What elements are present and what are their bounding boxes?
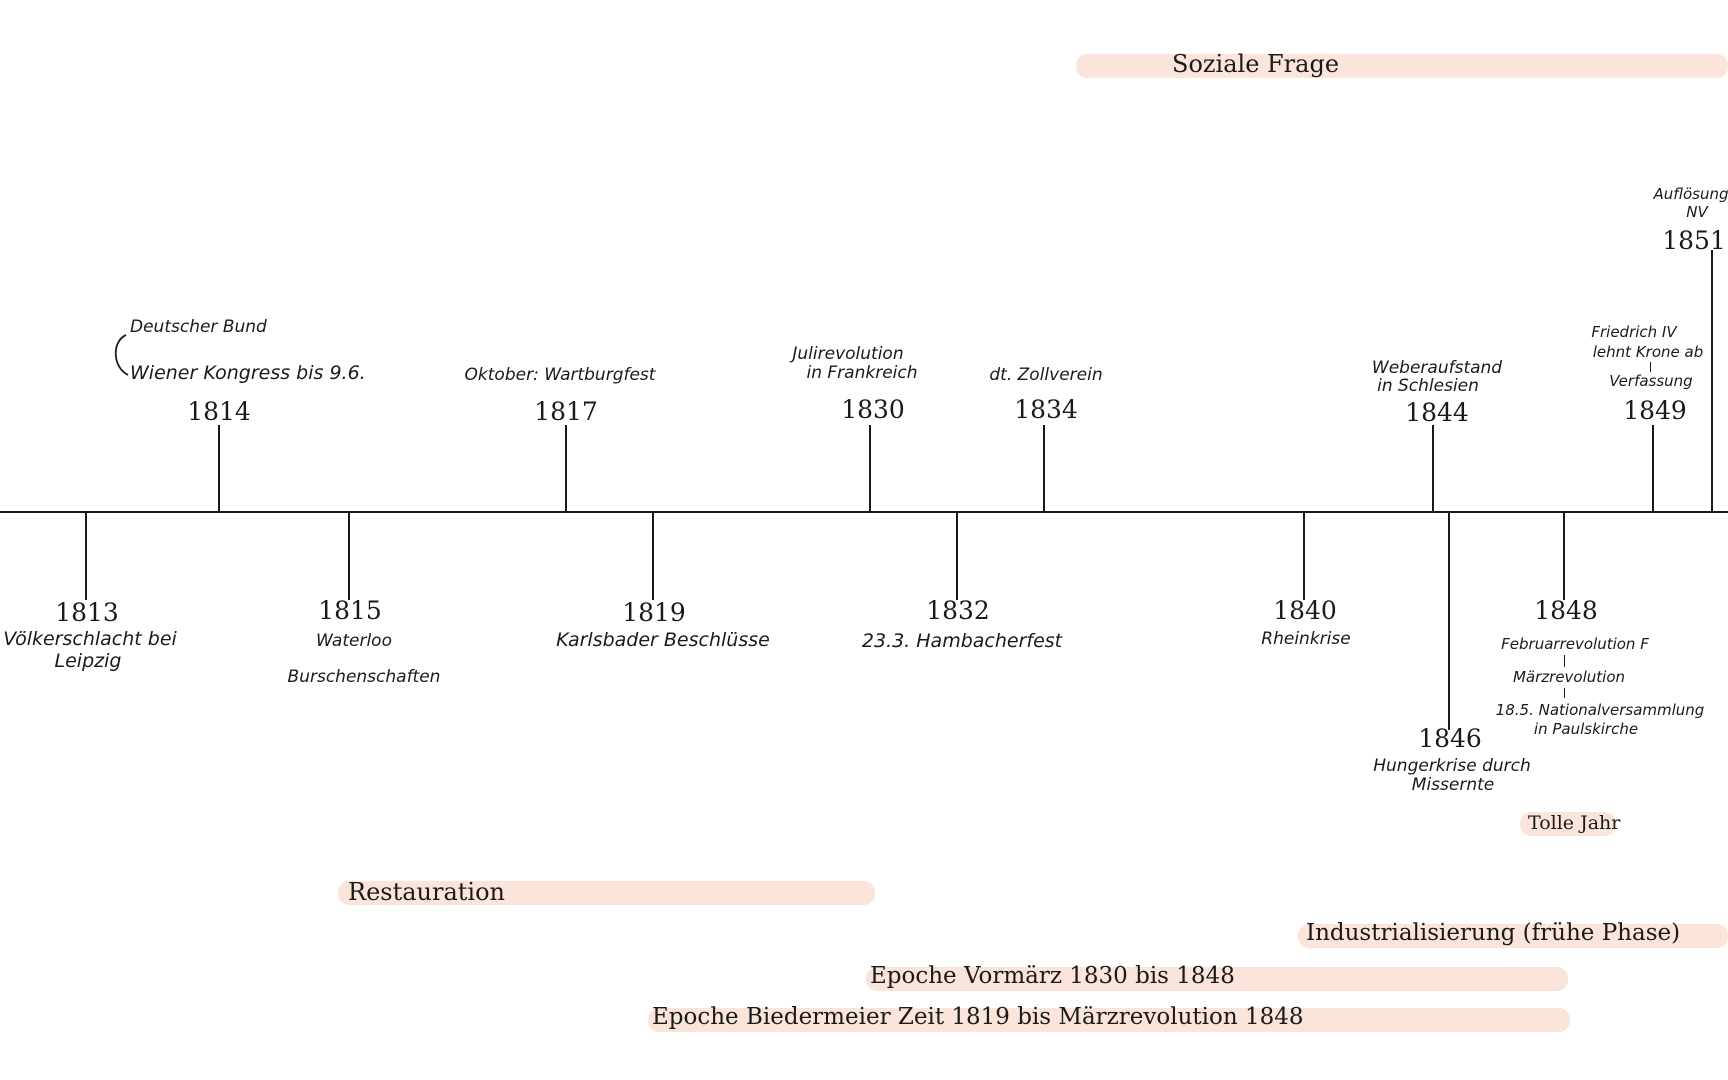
label-vormaerz: Epoche Vormärz 1830 bis 1848 [870,963,1235,989]
note-1848-c: 18.5. Nationalversammlung [1495,701,1705,719]
note-1849-a: Friedrich IV [1591,323,1677,341]
year-1814: 1814 [187,397,251,426]
note-1848-a: Februarrevolution F [1501,635,1649,653]
note-1849-c: Verfassung [1609,372,1693,390]
note-1813-a: Völkerschlacht bei [3,628,177,650]
curved-arrow-icon [114,334,129,376]
tick-1814 [218,425,220,512]
year-1819: 1819 [622,598,686,627]
note-1844-b: in Schlesien [1377,376,1479,396]
tick-1830 [869,425,871,512]
year-1844: 1844 [1405,398,1469,427]
year-1849: 1849 [1623,396,1687,425]
note-1848-d: in Paulskirche [1533,720,1639,738]
band-tolle-jahr [1520,812,1616,836]
note-1846-a: Hungerkrise durch [1373,756,1531,776]
note-1819: Karlsbader Beschlüsse [556,629,770,651]
label-restauration: Restauration [348,878,506,906]
note-1830-b: in Frankreich [806,363,918,383]
year-1840: 1840 [1273,596,1337,625]
year-1851: 1851 [1662,226,1726,255]
timeline-axis [0,511,1728,513]
year-1817: 1817 [534,397,598,426]
tick-1819 [652,512,654,600]
note-1817: Oktober: Wartburgfest [464,365,656,385]
label-industrialisierung: Industrialisierung (frühe Phase) [1306,920,1681,946]
tick-1848 [1563,512,1565,600]
note-1830-a: Julirevolution [792,344,904,364]
year-1815: 1815 [318,596,382,625]
note-1846-b: Missernte [1411,775,1495,795]
tick-1834 [1043,425,1045,512]
tick-1846 [1448,512,1450,730]
note-1851-a: Auflösung [1653,185,1728,203]
label-tolle-jahr: Tolle Jahr [1528,812,1621,834]
tick-1832 [956,512,958,600]
note-1813-b: Leipzig [54,650,122,672]
year-1848: 1848 [1534,596,1598,625]
note-1844-a: Weberaufstand [1371,358,1503,378]
note-1834: dt. Zollverein [989,365,1103,385]
note-1815-a: Waterloo [316,631,392,651]
label-soziale-frage: Soziale Frage [1172,50,1340,78]
connector-1849 [1650,362,1651,372]
band-restauration [338,881,875,905]
note-1851-b: NV [1686,203,1708,221]
note-1840: Rheinkrise [1261,629,1351,649]
note-1815-b: Burschenschaften [287,667,441,687]
tick-1813 [85,512,87,600]
year-1832: 1832 [926,596,990,625]
year-1834: 1834 [1014,395,1078,424]
tick-1851 [1711,250,1713,512]
year-1846: 1846 [1418,724,1482,753]
band-soziale-frage [1076,54,1728,78]
tick-1844 [1432,425,1434,512]
band-biedermeier [648,1008,1570,1032]
band-industrialisierung [1298,924,1728,948]
note-1814-deutscher-bund: Deutscher Bund [130,317,267,337]
connector-1848-b [1564,688,1565,698]
note-1848-b: Märzrevolution [1512,668,1626,686]
year-1830: 1830 [841,395,905,424]
tick-1849 [1652,425,1654,512]
year-1813: 1813 [55,598,119,627]
tick-1840 [1303,512,1305,600]
note-1832: 23.3. Hambacherfest [861,630,1063,652]
connector-1848-a [1564,655,1565,667]
label-biedermeier: Epoche Biedermeier Zeit 1819 bis Märzrev… [652,1004,1304,1030]
tick-1817 [565,425,567,512]
tick-1815 [348,512,350,600]
note-1849-b: lehnt Krone ab [1592,343,1704,361]
note-1814: Wiener Kongress bis 9.6. [130,362,366,384]
band-vormaerz [866,967,1568,991]
